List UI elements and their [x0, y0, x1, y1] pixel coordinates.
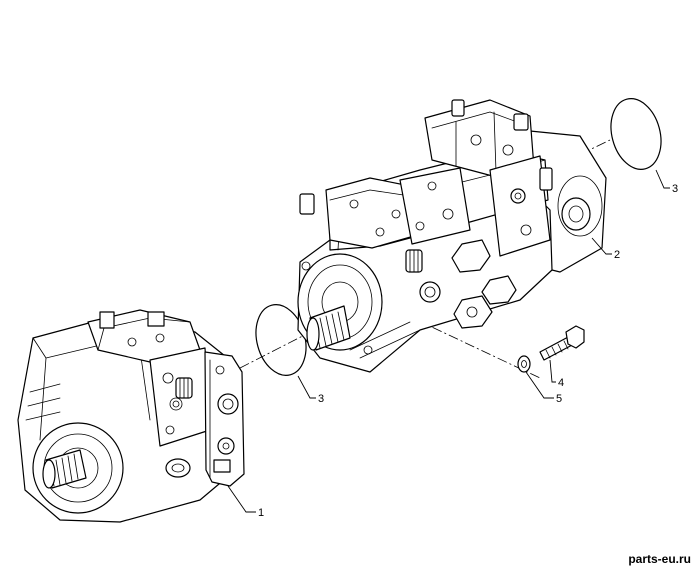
part-4-bolt: [539, 325, 585, 361]
callout-5: 5: [556, 393, 562, 405]
part-5-washer: [517, 355, 531, 373]
leader-lines: [227, 169, 670, 513]
part-3-o-ring-right: [610, 98, 662, 170]
part-2-tandem-pump-assembly: [297, 99, 607, 373]
callout-2: 2: [614, 249, 620, 261]
callout-3-right: 3: [672, 183, 678, 195]
callout-4: 4: [558, 377, 564, 389]
callout-1: 1: [258, 507, 264, 519]
part-1-pump-assembly: [17, 309, 245, 523]
callout-labels: 1 2 3 3 4 5: [258, 183, 678, 519]
watermark-text: parts-eu.ru: [628, 552, 691, 566]
callout-3-left: 3: [318, 393, 324, 405]
